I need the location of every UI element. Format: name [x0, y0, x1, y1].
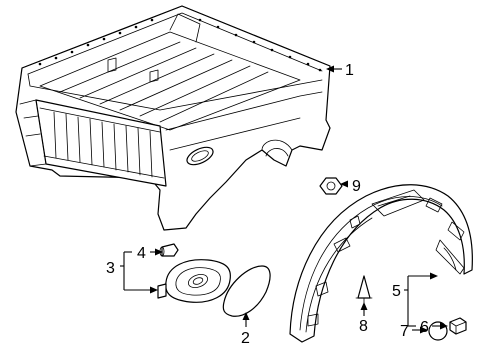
callout-7: 7 [400, 323, 409, 340]
callout-3: 3 [106, 260, 115, 277]
callout-4: 4 [137, 245, 146, 262]
push-pin-part [355, 275, 373, 305]
callout-6: 6 [420, 319, 429, 336]
fuel-door-part [222, 265, 271, 317]
callout-1: 1 [345, 62, 354, 79]
rail-holes [38, 18, 322, 72]
wheelhouse-liner-part [289, 184, 473, 343]
callout-2: 2 [241, 330, 250, 347]
clip-part [449, 317, 467, 335]
bumper-part [159, 243, 179, 257]
callout-5: 5 [392, 283, 401, 300]
fuel-door-housing-part [157, 259, 231, 303]
callout-8: 8 [359, 318, 368, 335]
nut-part [319, 177, 343, 195]
leader-lines [120, 65, 448, 334]
callout-9: 9 [352, 178, 361, 195]
pickup-box-part [15, 5, 331, 231]
